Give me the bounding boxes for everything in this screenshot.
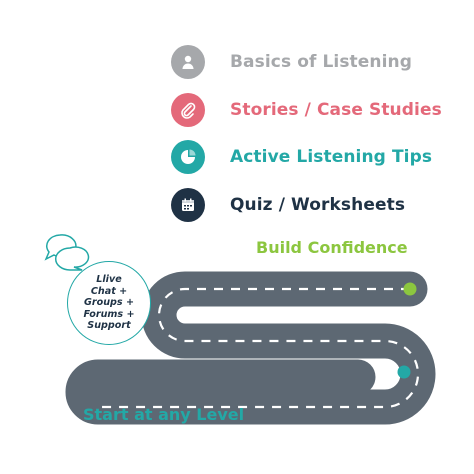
- legend-label: Quiz / Worksheets: [230, 195, 406, 215]
- support-line: Support: [87, 320, 131, 332]
- support-line: Groups +: [84, 297, 134, 309]
- legend-item-stories: Stories / Case Studies: [171, 92, 442, 128]
- support-line: Llive: [96, 274, 122, 286]
- legend-label: Stories / Case Studies: [230, 100, 442, 120]
- support-line: Chat +: [90, 285, 128, 297]
- legend-item-basics: Basics of Listening: [171, 44, 412, 80]
- chat-bubbles-icon: [44, 234, 90, 271]
- goal-label: Build Confidence: [256, 238, 408, 257]
- support-bubble: Llive Chat + Groups + Forums + Support: [67, 261, 151, 345]
- legend-label: Basics of Listening: [230, 52, 413, 72]
- person-icon: [171, 45, 205, 79]
- paperclip-icon: [171, 93, 205, 127]
- calendar-icon: [171, 188, 205, 222]
- pie-chart-icon: [171, 140, 205, 174]
- support-line: Forums +: [83, 308, 135, 320]
- start-label: Start at any Level: [83, 405, 245, 424]
- legend-item-tips: Active Listening Tips: [171, 139, 432, 175]
- start-marker: [397, 365, 411, 379]
- legend-item-quiz: Quiz / Worksheets: [171, 187, 405, 223]
- road-center-dashes: [98, 287, 420, 409]
- goal-marker: [403, 282, 417, 296]
- legend-label: Active Listening Tips: [230, 147, 433, 167]
